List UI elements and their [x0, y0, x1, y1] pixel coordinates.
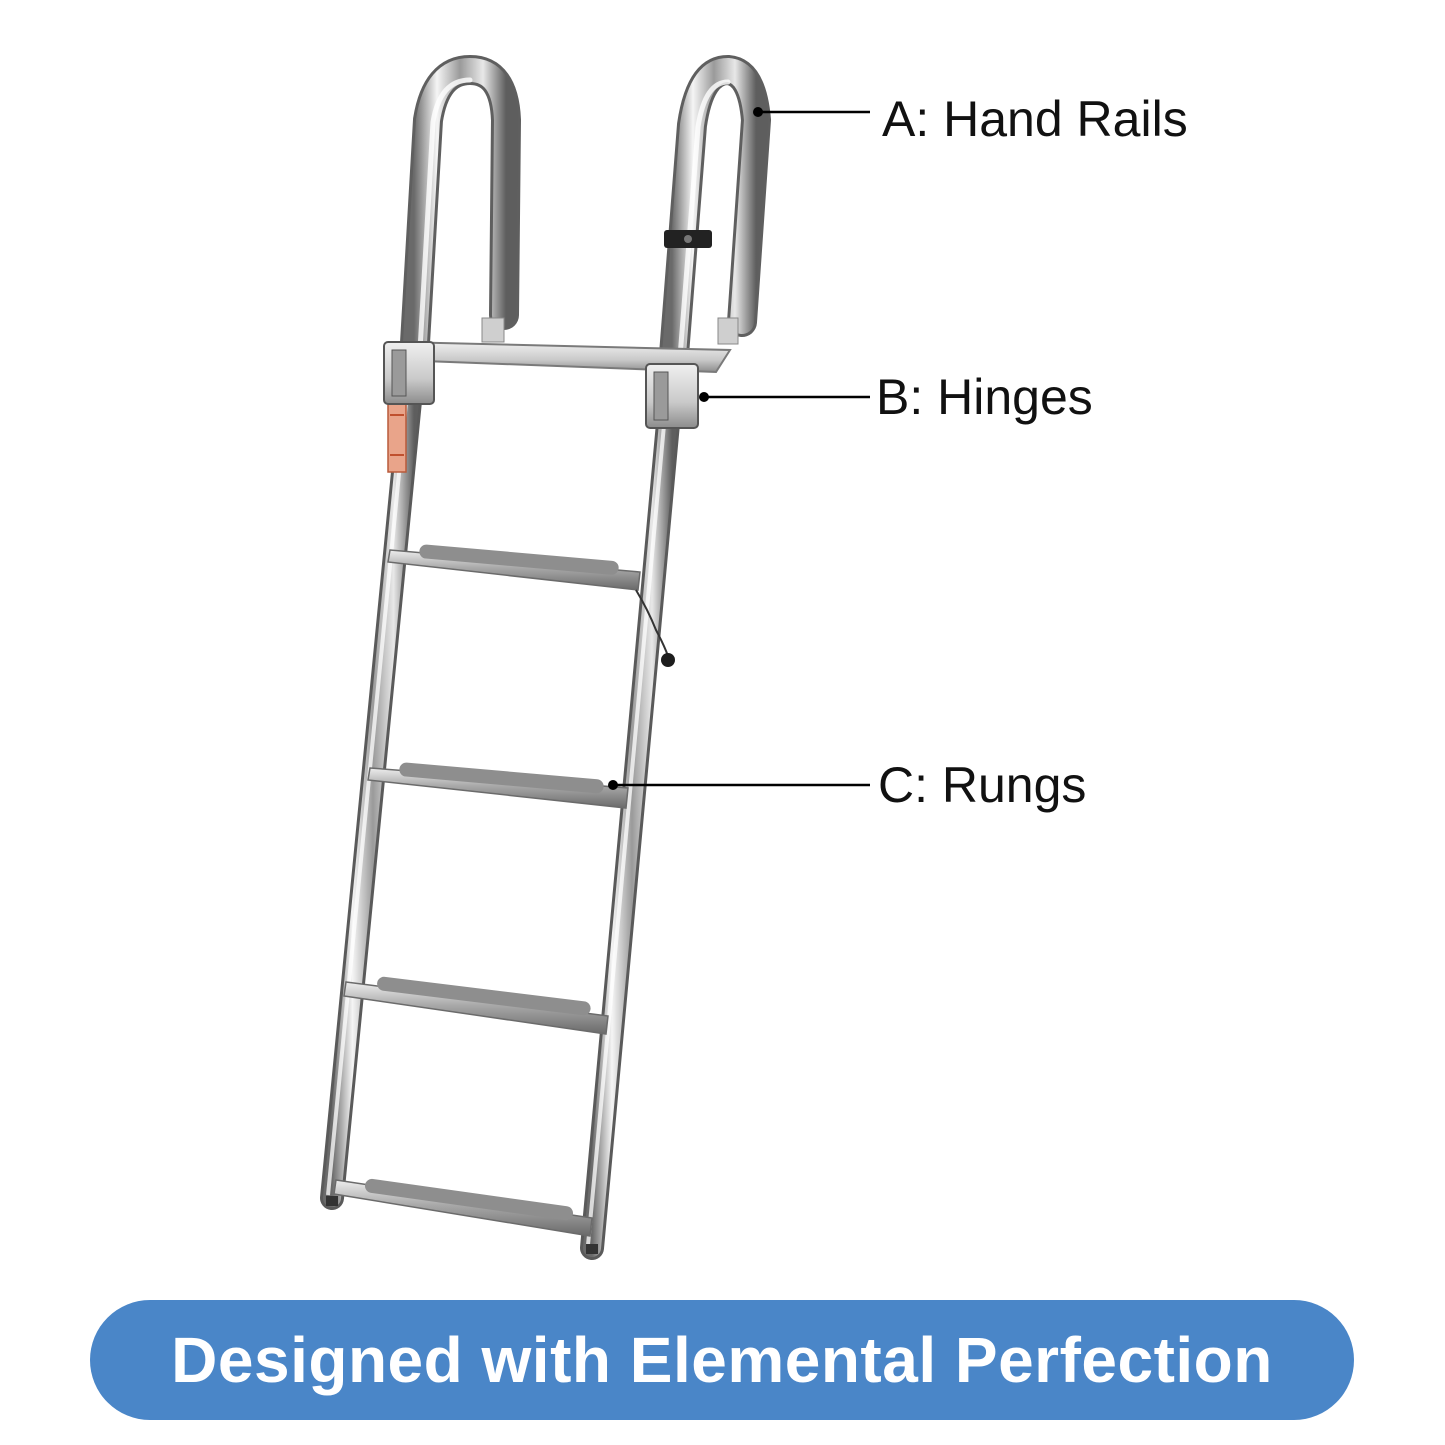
hand-rail-left	[399, 54, 522, 375]
hand-rail-right	[657, 54, 772, 395]
hinge-right	[645, 363, 699, 429]
rung-2	[367, 762, 629, 809]
side-rail-right	[580, 368, 684, 1260]
foot-right	[586, 1244, 598, 1254]
callout-leader-a	[753, 107, 870, 117]
rung-1	[387, 544, 641, 591]
hinge-left	[383, 341, 435, 405]
callout-leader-b	[699, 392, 870, 402]
foot-left	[326, 1196, 338, 1206]
tagline-text: Designed with Elemental Perfection	[171, 1324, 1273, 1396]
callout-label-hand-rails: A: Hand Rails	[882, 91, 1188, 147]
safety-lanyard	[635, 589, 675, 667]
callout-label-rungs: C: Rungs	[878, 757, 1087, 813]
rung-3	[343, 976, 609, 1035]
callout-leader-c	[608, 780, 870, 790]
rung-4	[333, 1178, 593, 1237]
tagline-banner: Designed with Elemental Perfection	[90, 1300, 1354, 1420]
callout-label-hinges: B: Hinges	[876, 369, 1093, 425]
adjustment-knob	[664, 230, 712, 248]
